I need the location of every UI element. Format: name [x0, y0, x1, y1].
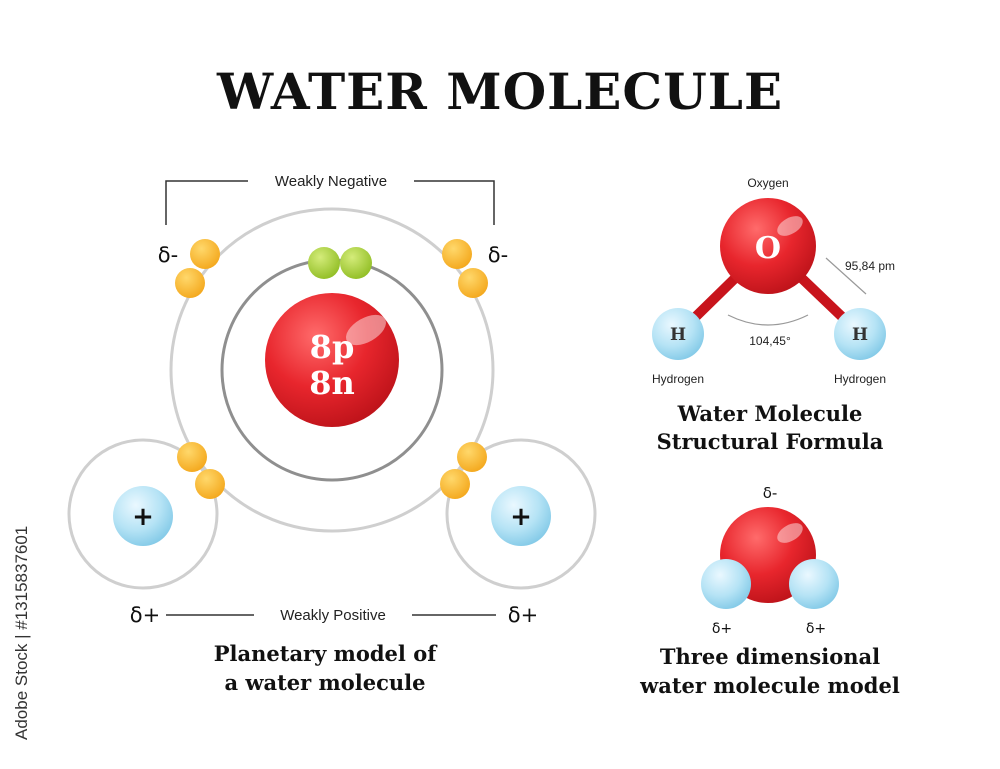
structural-caption-line1: Water Molecule [677, 401, 863, 426]
shared-electron [457, 442, 487, 472]
hydrogen-symbol: H [852, 325, 868, 345]
three-d-delta-plus-right: δ+ [806, 621, 826, 637]
hydrogen-orbit-right [445, 438, 597, 590]
oxygen-label: Oxygen [747, 176, 788, 190]
three-d-hydrogen-right [789, 559, 839, 609]
hydrogen-atom-right [834, 308, 886, 360]
three-d-delta-minus: δ- [763, 484, 778, 502]
nucleus-neutrons: 8n [309, 364, 355, 402]
structural-formula: Oxygen O H H 95,84 pm 104,45° Hydrogen H… [652, 176, 895, 454]
bond-length-marker [825, 257, 867, 295]
plus-symbol: + [510, 502, 532, 532]
planetary-caption-line1: Planetary model of [214, 641, 438, 666]
delta-plus-right: δ+ [508, 603, 538, 627]
outer-orbit [169, 207, 495, 533]
structural-caption-line2: Structural Formula [657, 429, 884, 454]
bond-angle-arc [727, 314, 809, 326]
inner-electron [308, 247, 340, 279]
delta-minus-right: δ- [488, 243, 508, 267]
shared-electron [195, 469, 225, 499]
hydrogen-symbol: H [670, 325, 686, 345]
oxygen-symbol: O [755, 231, 781, 266]
three-d-caption-line1: Three dimensional [660, 644, 880, 669]
oxygen-nucleus [265, 293, 399, 427]
nucleus-protons: 8p [310, 328, 355, 366]
oxygen-atom [720, 198, 816, 294]
three-d-hydrogen-left [701, 559, 751, 609]
weakly-positive-label: Weakly Positive [280, 607, 386, 624]
delta-plus-left: δ+ [130, 603, 160, 627]
shared-electron [177, 442, 207, 472]
three-d-model: δ- δ+ δ+ Three dimensional water molecul… [639, 484, 900, 698]
three-d-delta-plus-left: δ+ [712, 621, 732, 637]
page-title: WATER MOLECULE [216, 62, 784, 121]
delta-minus-left: δ- [158, 243, 178, 267]
planetary-model: Weakly Negative δ- δ- 8p 8n + + δ+ We [67, 173, 597, 695]
three-d-caption-line2: water molecule model [639, 673, 900, 698]
hydrogen-label-left: Hydrogen [652, 372, 704, 386]
outer-electron [458, 268, 488, 298]
hydrogen-orbit-left [67, 438, 219, 590]
plus-symbol: + [132, 502, 154, 532]
hydrogen-proton-right [491, 486, 551, 546]
planetary-caption-line2: a water molecule [225, 670, 426, 695]
top-bracket-right [414, 180, 495, 225]
outer-electron [442, 239, 472, 269]
shared-electron [440, 469, 470, 499]
three-d-oxygen-highlight [777, 523, 803, 543]
hydrogen-label-right: Hydrogen [834, 372, 886, 386]
outer-electron [190, 239, 220, 269]
bond-length-label: 95,84 pm [845, 259, 895, 273]
weakly-negative-label: Weakly Negative [275, 173, 387, 190]
inner-electron [340, 247, 372, 279]
nucleus-highlight [346, 314, 386, 346]
hydrogen-atom-left [652, 308, 704, 360]
bond-angle-label: 104,45° [749, 334, 791, 348]
hydrogen-proton-left [113, 486, 173, 546]
oxygen-highlight [777, 216, 803, 236]
top-bracket-left [165, 180, 248, 225]
outer-electron [175, 268, 205, 298]
